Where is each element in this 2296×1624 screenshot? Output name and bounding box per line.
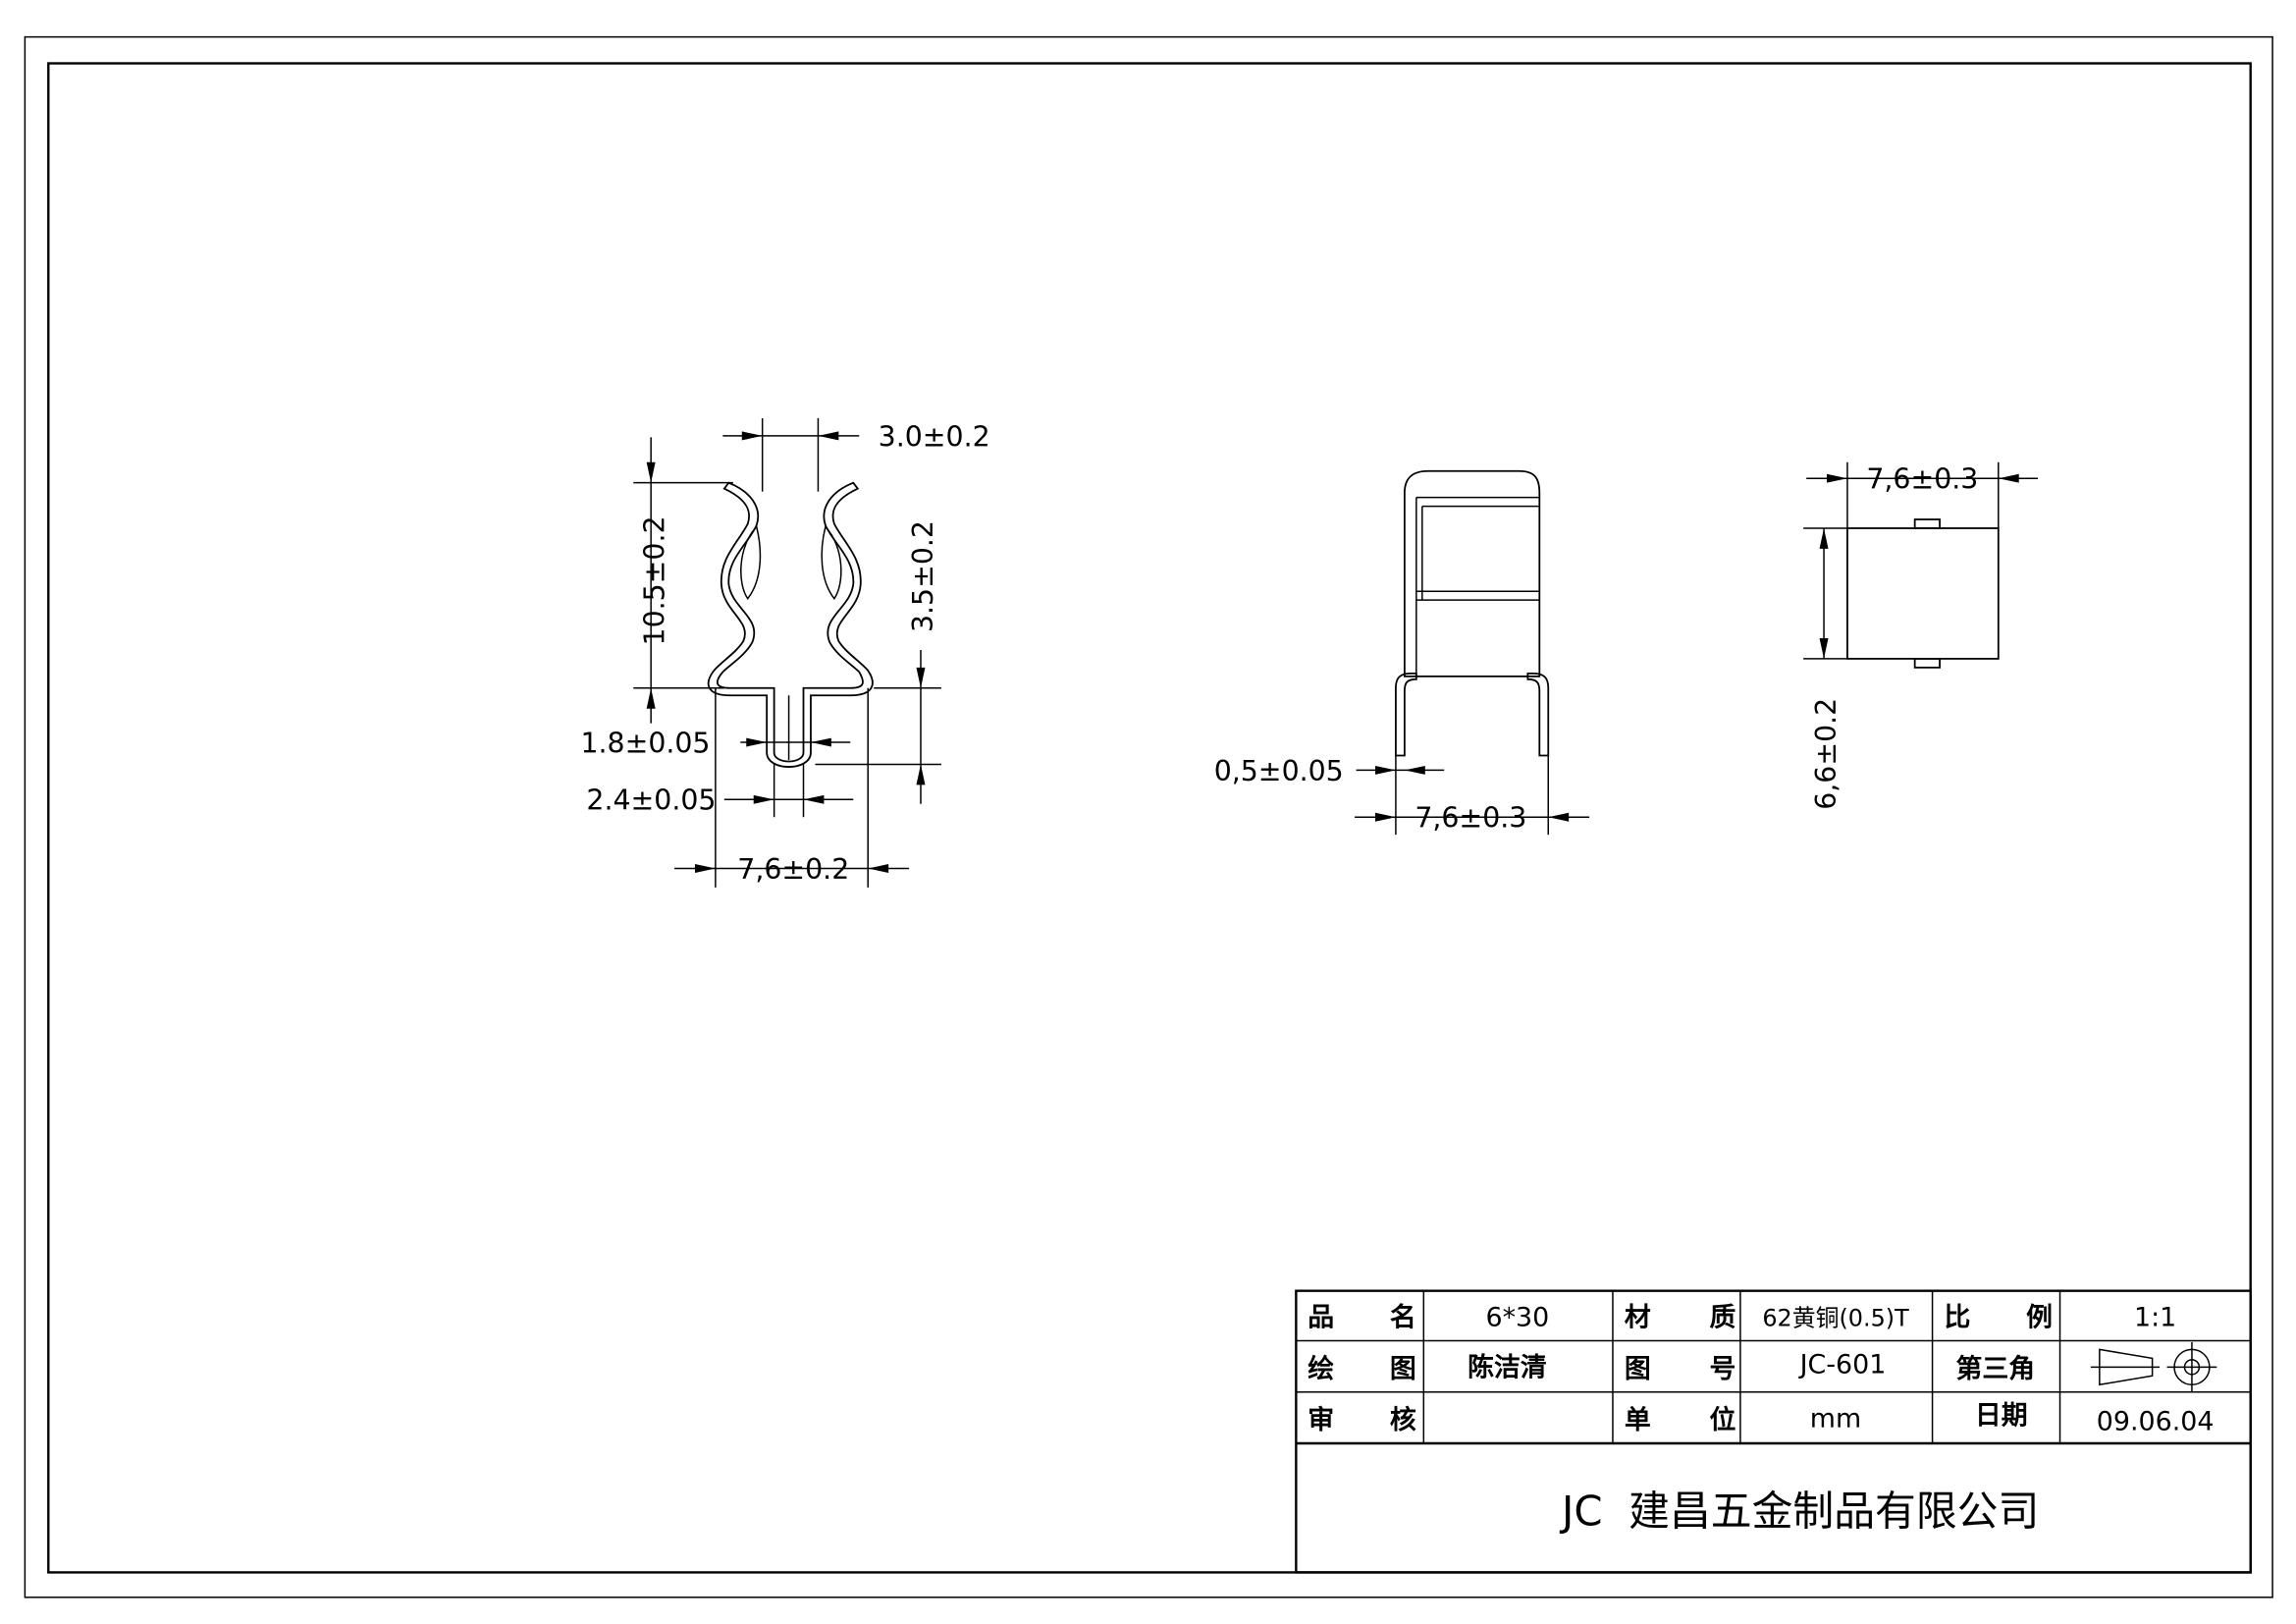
company-name: JC 建昌五金制品有限公司	[1559, 1488, 2039, 1536]
tb-drawing-number: JC-601	[1798, 1349, 1887, 1380]
svg-text:图: 图	[1390, 1354, 1416, 1384]
inner-border	[47, 62, 2252, 1574]
dim-pin-thickness: 1.8±0.05	[580, 728, 710, 760]
dim-pin-gap: 2.4±0.05	[586, 785, 716, 817]
title-block: 品 名 6*30 材 质 62黄铜(0.5)T 比 例 1:1 绘 图 陈洁清 …	[1295, 1289, 2252, 1574]
dim-side-width: 7,6±0.3	[1415, 802, 1526, 835]
svg-text:比: 比	[1945, 1303, 1971, 1333]
dim-height: 10.5±0.2	[639, 515, 671, 645]
tb-material: 62黄铜(0.5)T	[1762, 1305, 1909, 1332]
tb-unit: mm	[1810, 1404, 1861, 1435]
third-angle-projection-icon	[2090, 1341, 2217, 1392]
tb-date: 09.06.04	[2097, 1407, 2215, 1437]
top-view: 7,6±0.3 6,6±0.2	[1803, 461, 2039, 810]
tb-scale: 1:1	[2134, 1303, 2176, 1333]
svg-text:绘: 绘	[1308, 1353, 1334, 1384]
svg-text:单: 单	[1625, 1405, 1651, 1435]
tb-projection-label: 第三角	[1955, 1353, 2035, 1384]
svg-text:材: 材	[1625, 1303, 1651, 1333]
tb-drafter: 陈洁清	[1468, 1351, 1547, 1382]
side-view: 0,5±0.05 7,6±0.3	[1214, 469, 1590, 836]
dim-top-gap: 3.0±0.2	[879, 420, 990, 453]
svg-text:审: 审	[1308, 1404, 1334, 1435]
dim-top-width: 7,6±0.3	[1866, 463, 1978, 496]
svg-text:品: 品	[1308, 1303, 1334, 1333]
front-view: 3.0±0.2 10.5±0.2 3.5±0.2 1.8±0.05 2.4±0.…	[580, 417, 990, 888]
clip-right-inner	[821, 524, 842, 600]
dim-thickness: 0,5±0.05	[1214, 755, 1344, 787]
dim-width: 7,6±0.2	[737, 853, 849, 886]
svg-text:例: 例	[2026, 1303, 2053, 1333]
svg-text:号: 号	[1710, 1354, 1736, 1384]
tb-product-name: 6*30	[1486, 1303, 1550, 1333]
svg-text:位: 位	[1710, 1404, 1736, 1435]
svg-text:质: 质	[1710, 1303, 1736, 1333]
clip-left-inner	[740, 524, 762, 600]
outer-border	[24, 35, 2273, 1598]
clip-outline	[707, 481, 874, 768]
dim-top-depth: 6,6±0.2	[1810, 698, 1842, 810]
tb-date-label: 日期	[1975, 1401, 2028, 1432]
svg-text:核: 核	[1390, 1404, 1416, 1435]
svg-text:名: 名	[1390, 1302, 1416, 1333]
dim-upper-height: 3.5±0.2	[907, 520, 939, 632]
svg-text:图: 图	[1625, 1354, 1651, 1384]
